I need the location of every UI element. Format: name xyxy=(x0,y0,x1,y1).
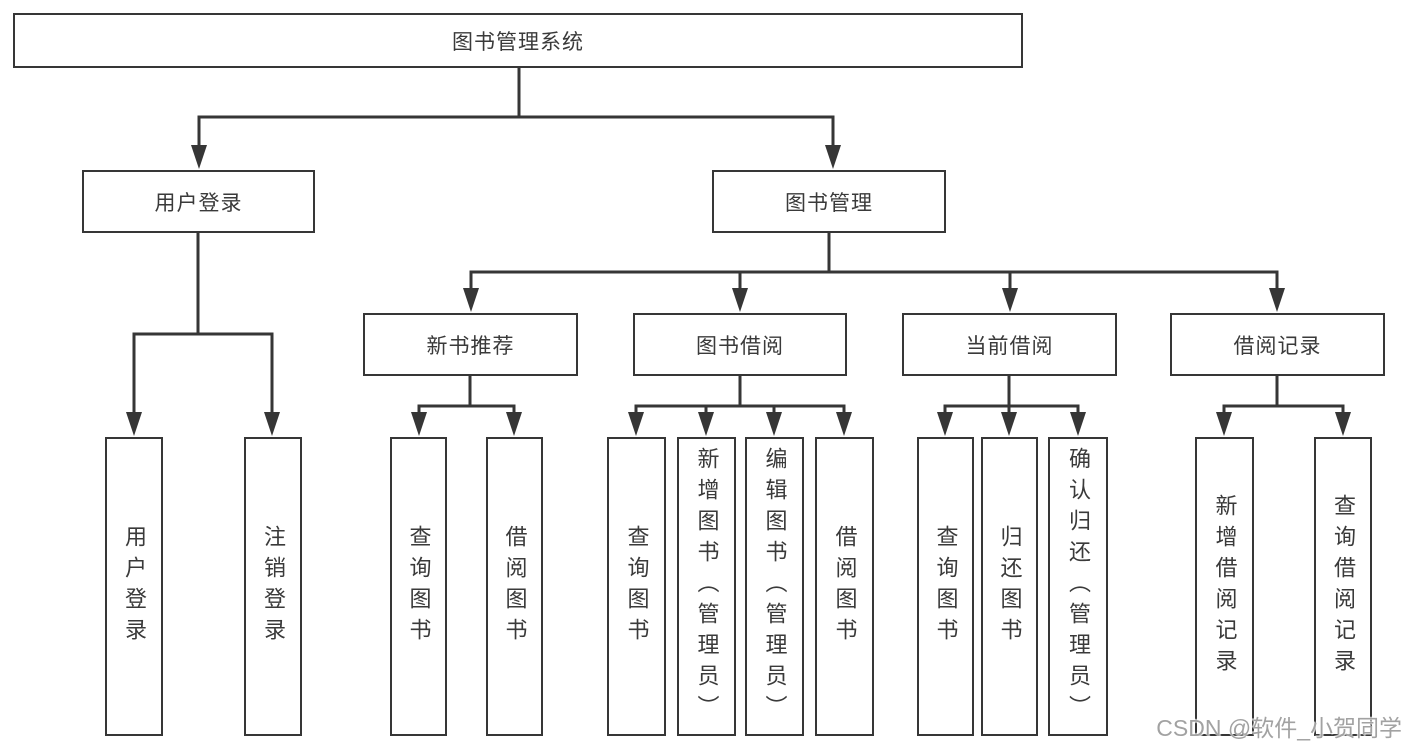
node-new-book-recommend-label: 新书推荐 xyxy=(426,333,515,358)
leaf-confirm-return-admin-label: 确认归还（管理员） xyxy=(1066,447,1091,726)
leaf-query-borrow-record-label: 查询借阅记录 xyxy=(1331,493,1356,680)
leaf-current-query-book-label: 查询图书 xyxy=(933,524,959,649)
node-current-borrow-label: 当前借阅 xyxy=(965,333,1054,358)
leaf-recommend-query-book: 查询图书 xyxy=(390,437,447,736)
node-borrow-records: 借阅记录 xyxy=(1170,313,1385,376)
leaf-recommend-query-book-label: 查询图书 xyxy=(406,524,432,649)
leaf-add-book-admin: 新增图书（管理员） xyxy=(677,437,736,736)
leaf-logout-label: 注销登录 xyxy=(261,524,286,649)
node-root: 图书管理系统 xyxy=(13,13,1023,68)
leaf-user-login: 用户登录 xyxy=(105,437,163,736)
node-user-login-label: 用户登录 xyxy=(154,190,243,215)
node-book-management-label: 图书管理 xyxy=(785,190,873,215)
node-root-label: 图书管理系统 xyxy=(452,29,584,54)
leaf-confirm-return-admin: 确认归还（管理员） xyxy=(1048,437,1108,736)
node-book-borrow: 图书借阅 xyxy=(633,313,847,376)
node-book-management: 图书管理 xyxy=(712,170,946,233)
node-new-book-recommend: 新书推荐 xyxy=(363,313,578,376)
leaf-borrow-book-label: 借阅图书 xyxy=(832,524,858,649)
watermark: CSDN @软件_小贺同学 xyxy=(1156,715,1402,741)
leaf-borrow-book: 借阅图书 xyxy=(815,437,874,736)
leaf-recommend-borrow-book-label: 借阅图书 xyxy=(502,524,528,649)
leaf-recommend-borrow-book: 借阅图书 xyxy=(486,437,543,736)
leaf-add-borrow-record-label: 新增借阅记录 xyxy=(1212,493,1238,680)
leaf-edit-book-admin-label: 编辑图书（管理员） xyxy=(762,447,788,726)
leaf-return-book-label: 归还图书 xyxy=(997,524,1023,649)
leaf-edit-book-admin: 编辑图书（管理员） xyxy=(745,437,804,736)
leaf-query-borrow-record: 查询借阅记录 xyxy=(1314,437,1372,736)
node-user-login: 用户登录 xyxy=(82,170,315,233)
node-current-borrow: 当前借阅 xyxy=(902,313,1117,376)
leaf-user-login-label: 用户登录 xyxy=(122,524,147,649)
leaf-borrow-query-book-label: 查询图书 xyxy=(624,524,650,649)
leaf-return-book: 归还图书 xyxy=(981,437,1038,736)
leaf-add-borrow-record: 新增借阅记录 xyxy=(1195,437,1254,736)
node-book-borrow-label: 图书借阅 xyxy=(696,333,784,358)
leaf-current-query-book: 查询图书 xyxy=(917,437,974,736)
leaf-borrow-query-book: 查询图书 xyxy=(607,437,666,736)
node-borrow-records-label: 借阅记录 xyxy=(1233,333,1322,358)
leaf-add-book-admin-label: 新增图书（管理员） xyxy=(694,447,720,726)
leaf-logout: 注销登录 xyxy=(244,437,302,736)
